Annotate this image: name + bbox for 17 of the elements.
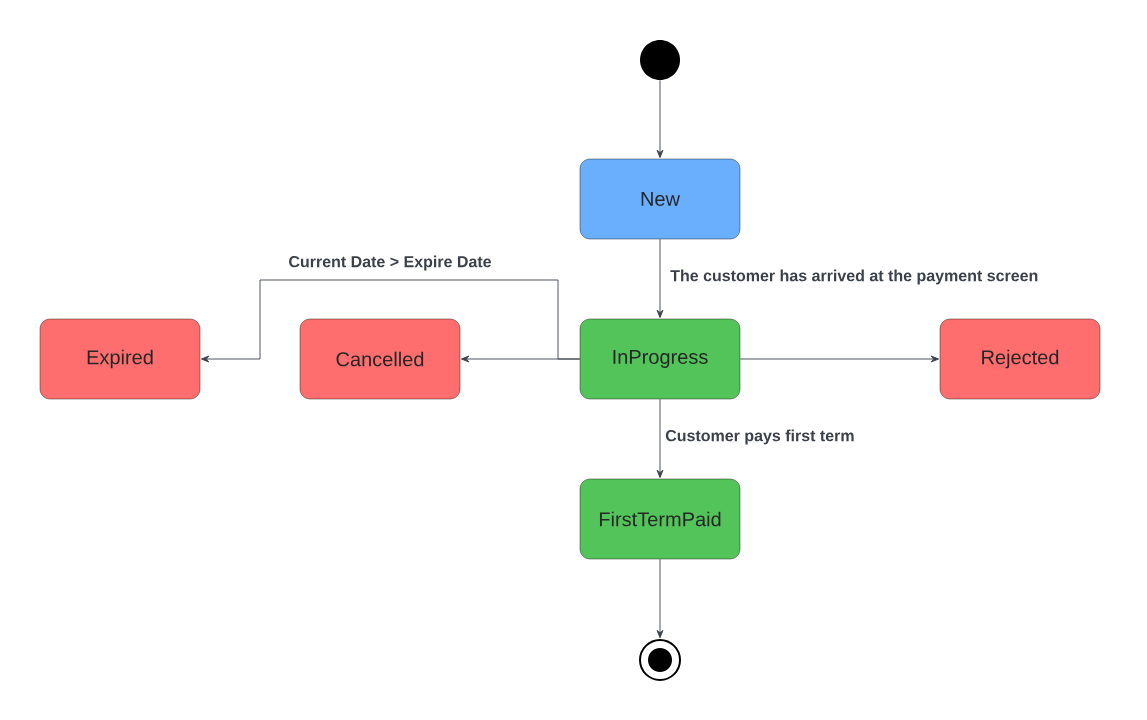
arrow — [460, 355, 581, 363]
state-box: InProgress — [579, 318, 741, 400]
arrow — [656, 79, 664, 159]
arrow — [656, 238, 664, 319]
state-box: Expired — [39, 318, 201, 400]
state-box: New — [579, 158, 741, 240]
state-box: FirstTermPaid — [579, 478, 741, 560]
arrow — [656, 558, 664, 639]
edge-label: Customer pays first term — [663, 427, 857, 447]
edge-label: The customer has arrived at the payment screen — [668, 267, 1041, 287]
state-box: Rejected — [939, 318, 1101, 400]
arrow — [739, 355, 940, 363]
state-box: Cancelled — [299, 318, 461, 400]
edge-label: Current Date > Expire Date — [286, 253, 494, 273]
final-state — [639, 639, 681, 681]
initial-state — [640, 40, 680, 80]
arrow — [656, 398, 664, 479]
